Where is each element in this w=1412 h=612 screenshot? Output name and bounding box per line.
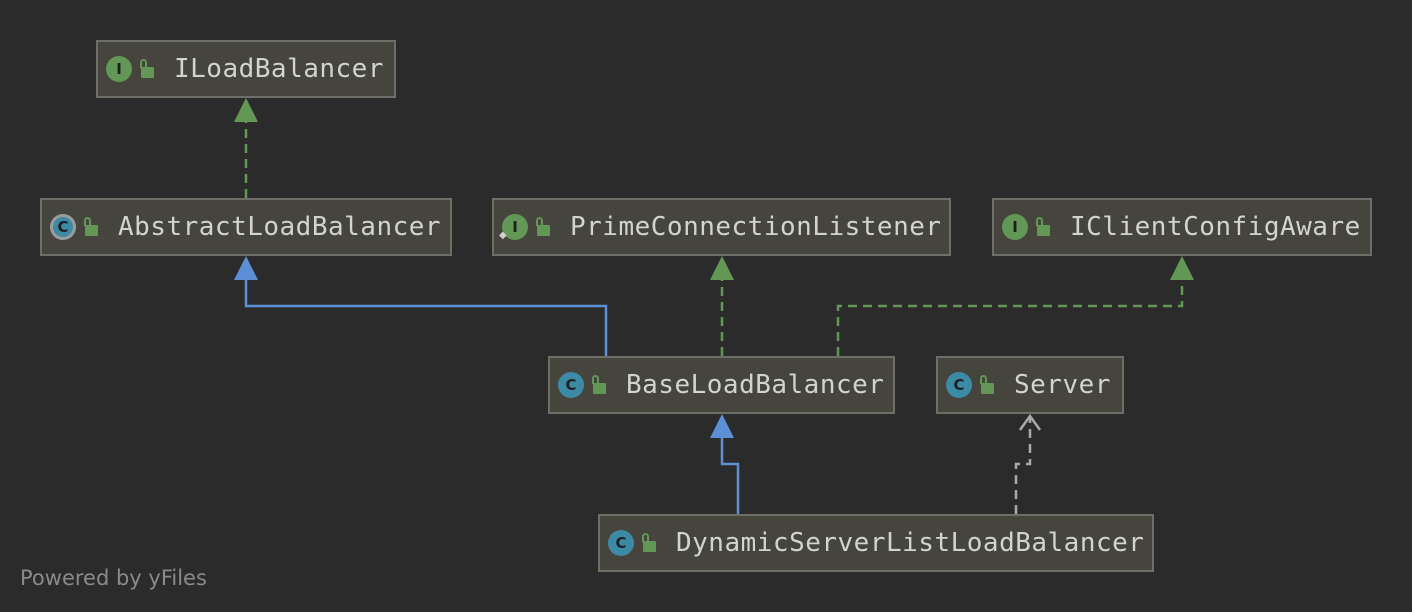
node-label: Server [1014, 370, 1111, 400]
node-prime-connection-listener[interactable]: I ◆ PrimeConnectionListener [492, 198, 951, 256]
node-label: ILoadBalancer [174, 54, 384, 84]
abstract-class-icon: C [50, 214, 76, 240]
node-server[interactable]: C Server [936, 356, 1124, 414]
node-label: PrimeConnectionListener [570, 212, 942, 242]
interface-icon: I ◆ [499, 214, 528, 241]
edge-base-extends-abstract [234, 256, 608, 356]
class-icon: C [608, 530, 634, 556]
public-lock-icon [590, 372, 612, 398]
node-base-load-balancer[interactable]: C BaseLoadBalancer [548, 356, 895, 414]
edge-base-implements-iclientconfig [836, 256, 1194, 356]
node-label: IClientConfigAware [1070, 212, 1361, 242]
node-label: DynamicServerListLoadBalancer [676, 528, 1145, 558]
interface-icon: I [1002, 214, 1028, 240]
edge-dynamic-extends-base [710, 414, 740, 514]
class-icon: C [558, 372, 584, 398]
override-marker-icon: ◆ [499, 230, 507, 241]
edge-dynamic-depends-server [1014, 413, 1042, 514]
public-lock-icon [534, 214, 556, 240]
public-lock-icon [138, 56, 160, 82]
node-dynamic-server-list-load-balancer[interactable]: C DynamicServerListLoadBalancer [598, 514, 1154, 572]
public-lock-icon [978, 372, 1000, 398]
edge-base-implements-prime [710, 256, 734, 356]
node-abstract-load-balancer[interactable]: C AbstractLoadBalancer [40, 198, 452, 256]
node-iloadbalancer[interactable]: I ILoadBalancer [96, 40, 396, 98]
public-lock-icon [1034, 214, 1056, 240]
interface-icon: I [106, 56, 132, 82]
public-lock-icon [82, 214, 104, 240]
public-lock-icon [640, 530, 662, 556]
node-label: AbstractLoadBalancer [118, 212, 442, 242]
node-iclient-config-aware[interactable]: I IClientConfigAware [992, 198, 1372, 256]
class-icon: C [946, 372, 972, 398]
node-label: BaseLoadBalancer [626, 370, 885, 400]
powered-by-footer: Powered by yFiles [20, 566, 207, 590]
edge-abstract-implements-iloadbalancer [234, 98, 258, 198]
